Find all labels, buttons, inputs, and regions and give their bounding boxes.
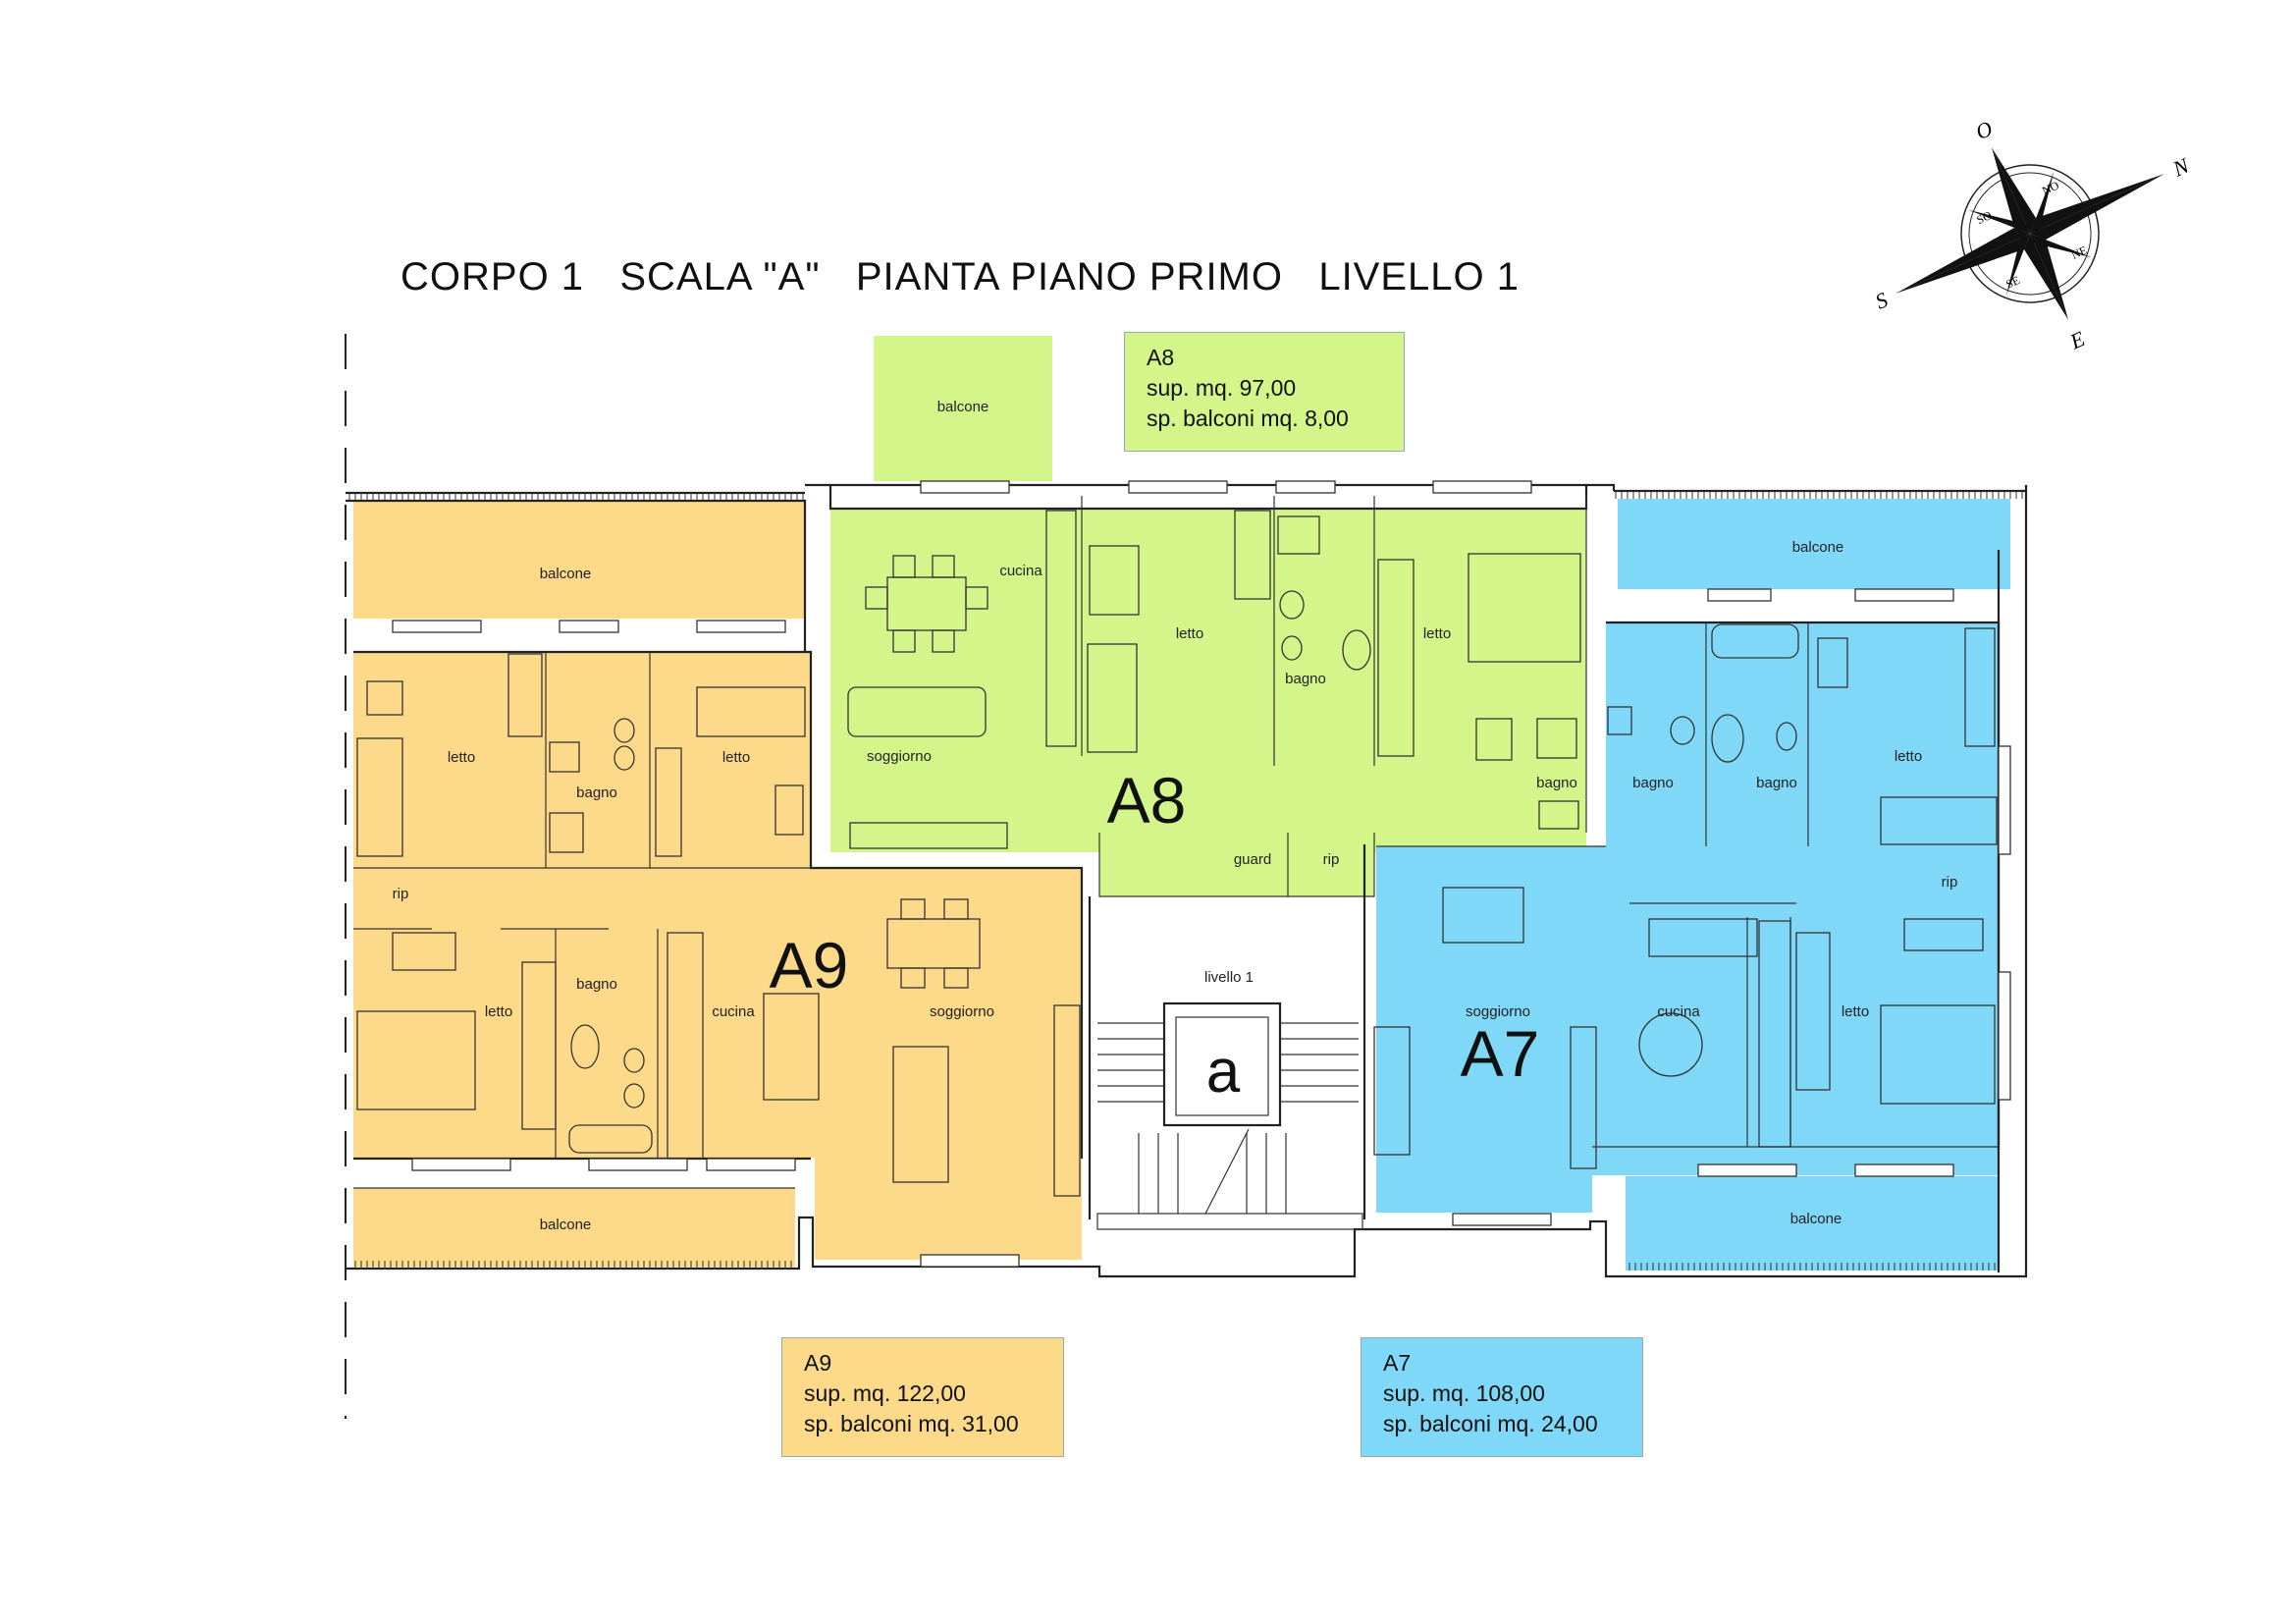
info-a7-sup: sup. mq. 108,00 (1383, 1380, 1545, 1406)
unit-label-a9: A9 (770, 929, 849, 1001)
info-a7-balconi: sp. balconi mq. 24,00 (1383, 1411, 1598, 1436)
label-a8-rip: rip (1323, 851, 1340, 868)
compass-se-label: SE (2003, 273, 2021, 291)
label-a7-soggiorno: soggiorno (1466, 1003, 1530, 1020)
a8-entry-fill (1099, 833, 1374, 896)
roof-hatching (348, 491, 2023, 1271)
label-a7-letto1: letto (1895, 748, 1922, 765)
info-a9-sup: sup. mq. 122,00 (804, 1380, 966, 1406)
room-labels: balcone cucina letto bagno letto soggior… (393, 399, 1958, 1233)
label-a9-soggiorno: soggiorno (930, 1003, 994, 1020)
label-a7-rip: rip (1942, 874, 1958, 891)
label-a9-letto3: letto (485, 1003, 512, 1020)
info-a9-balconi: sp. balconi mq. 31,00 (804, 1411, 1019, 1436)
windows (392, 480, 2011, 1268)
label-a9-balcone-top: balcone (540, 566, 592, 582)
compass-so-label: SO (1974, 208, 1994, 227)
compass-ne-label: NE (2069, 243, 2089, 262)
furniture (356, 510, 1998, 1230)
label-a9-cucina: cucina (712, 1003, 755, 1020)
info-a8-sup: sup. mq. 97,00 (1147, 375, 1297, 401)
compass-rose-icon: O E S N SO NO NE SE (1871, 116, 2194, 354)
compass-e-label: E (2065, 326, 2089, 354)
label-a7-cucina: cucina (1657, 1003, 1700, 1020)
unit-label-a8: A8 (1107, 764, 1187, 837)
label-a7-letto2: letto (1842, 1003, 1869, 1020)
a9-balcone-bottom-fill (353, 1188, 795, 1267)
unit-label-a7: A7 (1461, 1017, 1540, 1090)
compass-s-label: S (1871, 287, 1891, 313)
a9-balcone-top-fill (353, 501, 805, 619)
info-box-a8: A8 sup. mq. 97,00 sp. balconi mq. 8,00 (1124, 332, 1405, 452)
label-a9-bagno2: bagno (576, 976, 617, 993)
info-a7-name: A7 (1383, 1350, 1412, 1376)
label-a8-bagno: bagno (1285, 671, 1326, 687)
a8-main-fill (830, 509, 1586, 852)
label-a8-letto2: letto (1423, 625, 1451, 642)
label-a8-soggiorno: soggiorno (867, 748, 932, 765)
a9-bedrooms-fill (353, 652, 811, 868)
label-a8-balcone: balcone (937, 399, 989, 415)
compass-no-label: NO (2040, 178, 2061, 197)
unit-a9-area (353, 501, 1082, 1267)
label-a8-letto1: letto (1176, 625, 1203, 642)
a7-bagni-fill (1606, 622, 1999, 846)
label-stair-livello: livello 1 (1204, 969, 1254, 986)
label-a8-cucina: cucina (999, 563, 1042, 579)
drawing-title: CORPO 1 SCALA "A" PIANTA PIANO PRIMO LIV… (400, 255, 1521, 298)
label-a9-balcone-bottom: balcone (540, 1217, 592, 1233)
unit-a8-area (830, 336, 1586, 896)
label-a7-bagno2: bagno (1756, 775, 1797, 791)
compass-n-label: N (2168, 152, 2194, 182)
label-a7-balcone-top: balcone (1792, 539, 1844, 556)
label-a9-rip: rip (393, 886, 409, 902)
a7-main-fill (1376, 846, 1999, 1175)
label-a7-bagno1: bagno (1632, 775, 1674, 791)
stair-letter: a (1206, 1038, 1241, 1106)
label-a9-letto1: letto (448, 749, 475, 766)
label-a9-bagno1: bagno (576, 784, 617, 801)
info-a9-name: A9 (804, 1350, 832, 1376)
a7-balcone-bottom-fill (1626, 1176, 1999, 1271)
info-box-a7: A7 sup. mq. 108,00 sp. balconi mq. 24,00 (1361, 1337, 1643, 1457)
a7-balcone-top-fill (1618, 499, 2010, 589)
compass-o-label: O (1972, 116, 1997, 144)
label-a8-guard: guard (1234, 851, 1271, 868)
a8-balcone-fill (874, 336, 1052, 481)
label-a8-bagno2: bagno (1536, 775, 1577, 791)
label-a7-balcone-bottom: balcone (1790, 1211, 1842, 1227)
label-a9-letto2: letto (722, 749, 750, 766)
info-box-a9: A9 sup. mq. 122,00 sp. balconi mq. 31,00 (781, 1337, 1064, 1457)
unit-a7-area (1376, 499, 2010, 1271)
info-a8-name: A8 (1147, 345, 1175, 370)
info-a8-balconi: sp. balconi mq. 8,00 (1147, 406, 1349, 431)
a7-soggiorno-lower-fill (1376, 1175, 1592, 1213)
